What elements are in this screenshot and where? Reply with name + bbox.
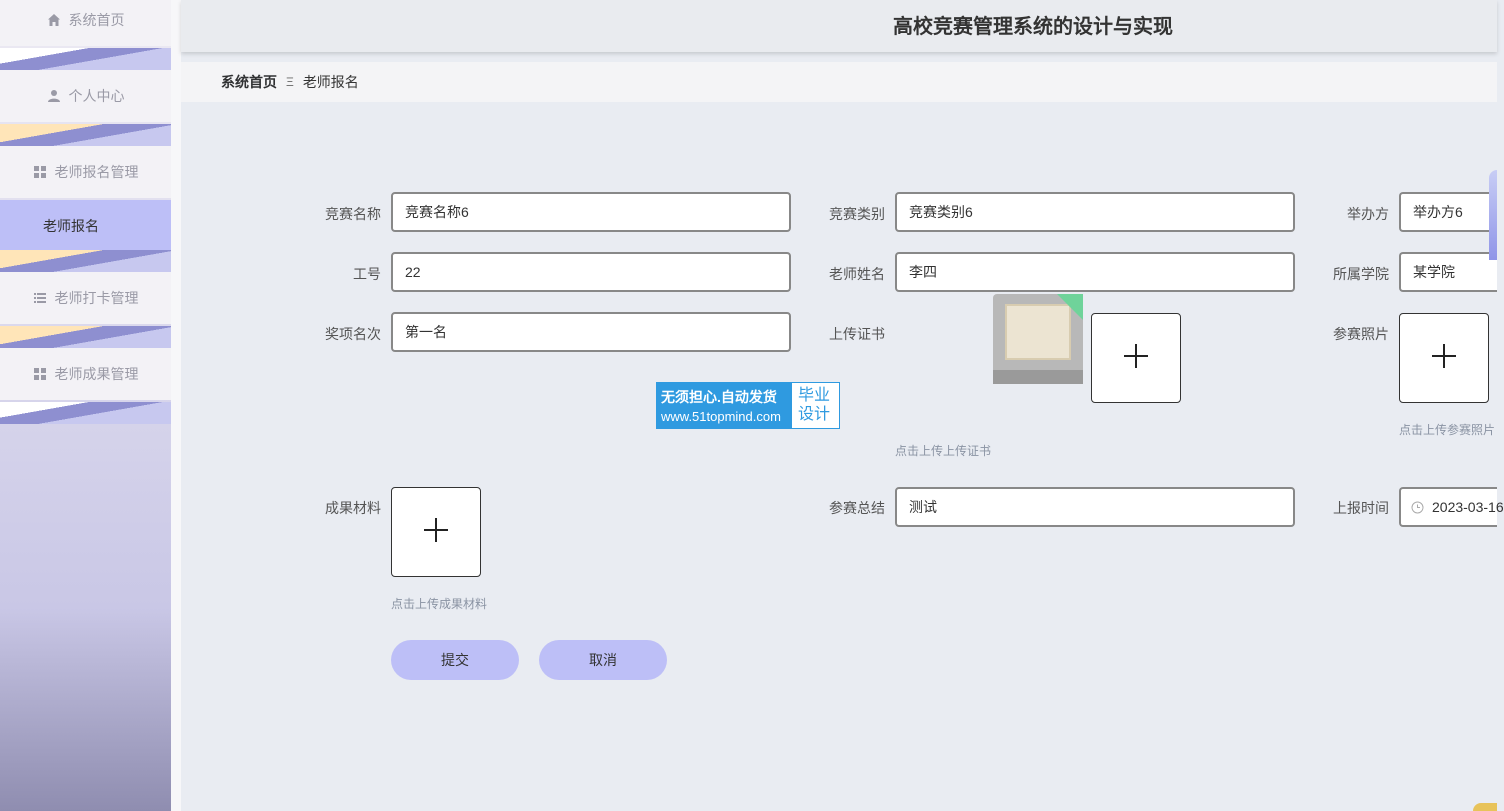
sidebar-item-teacher-checkin[interactable]: 老师打卡管理 bbox=[0, 272, 171, 324]
breadcrumb-separator-icon: Ξ bbox=[286, 75, 294, 89]
competition-type-label: 竞赛类别 bbox=[829, 206, 885, 222]
plus-icon bbox=[1122, 342, 1150, 375]
sidebar-subitem-label: 老师报名 bbox=[43, 218, 99, 234]
breadcrumb: 系统首页 Ξ 老师报名 bbox=[181, 62, 1497, 102]
competition-name-input[interactable]: 竞赛名称6 bbox=[391, 192, 791, 232]
certificate-upload-button[interactable] bbox=[1091, 313, 1181, 403]
plus-icon bbox=[1430, 342, 1458, 375]
cancel-button[interactable]: 取消 bbox=[539, 640, 667, 680]
sidebar-subitem-teacher-register[interactable]: 老师报名 bbox=[0, 200, 171, 252]
watermark-logo: 无须担心.自动发货 www.51topmind.com 毕业 设计 bbox=[656, 382, 840, 429]
watermark-text: 无须担心.自动发货 bbox=[661, 389, 777, 405]
report-time-label: 上报时间 bbox=[1333, 500, 1389, 516]
page-title: 高校竞赛管理系统的设计与实现 bbox=[893, 16, 1173, 38]
plus-icon bbox=[422, 516, 450, 549]
sidebar-item-personal-center[interactable]: 个人中心 bbox=[0, 70, 171, 122]
report-time-input[interactable]: 2023-03-16 bbox=[1399, 487, 1504, 527]
sidebar-divider bbox=[0, 48, 171, 70]
competition-type-input[interactable]: 竞赛类别6 bbox=[895, 192, 1295, 232]
certificate-upload-hint: 点击上传上传证书 bbox=[895, 444, 992, 458]
award-rank-label: 奖项名次 bbox=[325, 326, 381, 342]
photo-upload-hint: 点击上传参赛照片 bbox=[1399, 423, 1496, 437]
photo-upload-button[interactable] bbox=[1399, 313, 1489, 403]
watermark-right-text: 毕业 bbox=[798, 387, 831, 404]
award-rank-input[interactable]: 第一名 bbox=[391, 312, 791, 352]
report-time-value: 2023-03-16 bbox=[1432, 499, 1504, 515]
watermark-right-text: 设计 bbox=[798, 406, 831, 423]
watermark-left: 无须担心.自动发货 www.51topmind.com bbox=[657, 383, 792, 428]
sidebar-item-label: 系统首页 bbox=[68, 12, 125, 28]
college-label: 所属学院 bbox=[1333, 266, 1389, 282]
upload-success-badge bbox=[1057, 294, 1083, 320]
sidebar-divider bbox=[0, 326, 171, 348]
sidebar-item-label: 个人中心 bbox=[68, 88, 125, 104]
breadcrumb-home[interactable]: 系统首页 bbox=[221, 74, 277, 90]
home-icon bbox=[47, 13, 61, 27]
organizer-label: 举办方 bbox=[1347, 206, 1389, 222]
sidebar-item-home[interactable]: 系统首页 bbox=[0, 0, 171, 46]
sidebar-item-label: 老师报名管理 bbox=[54, 164, 139, 180]
certificate-label: 上传证书 bbox=[829, 326, 885, 342]
teacher-name-label: 老师姓名 bbox=[829, 266, 885, 282]
sidebar-item-teacher-registration[interactable]: 老师报名管理 bbox=[0, 146, 171, 198]
list-icon bbox=[33, 291, 47, 305]
sidebar-divider bbox=[0, 124, 171, 146]
grid-icon bbox=[33, 165, 47, 179]
certificate-thumbnail[interactable] bbox=[993, 294, 1083, 384]
decoration-right bbox=[1489, 170, 1497, 260]
sidebar-item-teacher-results[interactable]: 老师成果管理 bbox=[0, 348, 171, 400]
watermark-url: www.51topmind.com bbox=[661, 409, 781, 424]
photo-label: 参赛照片 bbox=[1333, 326, 1389, 342]
sidebar-item-label: 老师成果管理 bbox=[54, 366, 139, 382]
watermark-right: 毕业 设计 bbox=[792, 383, 839, 428]
breadcrumb-current: 老师报名 bbox=[302, 74, 359, 90]
college-input[interactable]: 某学院 bbox=[1399, 252, 1497, 292]
clock-icon bbox=[1411, 501, 1424, 514]
grid-icon bbox=[33, 367, 47, 381]
thumbnail-footer bbox=[993, 370, 1083, 384]
competition-name-label: 竞赛名称 bbox=[325, 206, 381, 222]
teacher-name-input[interactable]: 李四 bbox=[895, 252, 1295, 292]
material-upload-button[interactable] bbox=[391, 487, 481, 577]
submit-button[interactable]: 提交 bbox=[391, 640, 519, 680]
material-label: 成果材料 bbox=[325, 500, 381, 516]
user-icon bbox=[47, 89, 61, 103]
material-upload-hint: 点击上传成果材料 bbox=[391, 597, 488, 611]
top-header: 高校竞赛管理系统的设计与实现 bbox=[181, 0, 1497, 52]
sidebar-divider bbox=[0, 250, 171, 272]
summary-label: 参赛总结 bbox=[829, 500, 885, 516]
sidebar-separator bbox=[171, 0, 181, 811]
sidebar-item-label: 老师打卡管理 bbox=[54, 290, 139, 306]
sidebar-divider bbox=[0, 402, 171, 424]
sidebar: 系统首页 个人中心 老师报名管理 老师报名 老师打卡管理 老师成果管理 bbox=[0, 0, 171, 811]
summary-input[interactable]: 测试 bbox=[895, 487, 1295, 527]
decoration-bottom bbox=[1473, 803, 1497, 811]
employee-id-input[interactable]: 22 bbox=[391, 252, 791, 292]
organizer-input[interactable]: 举办方6 bbox=[1399, 192, 1497, 232]
employee-id-label: 工号 bbox=[353, 266, 381, 282]
